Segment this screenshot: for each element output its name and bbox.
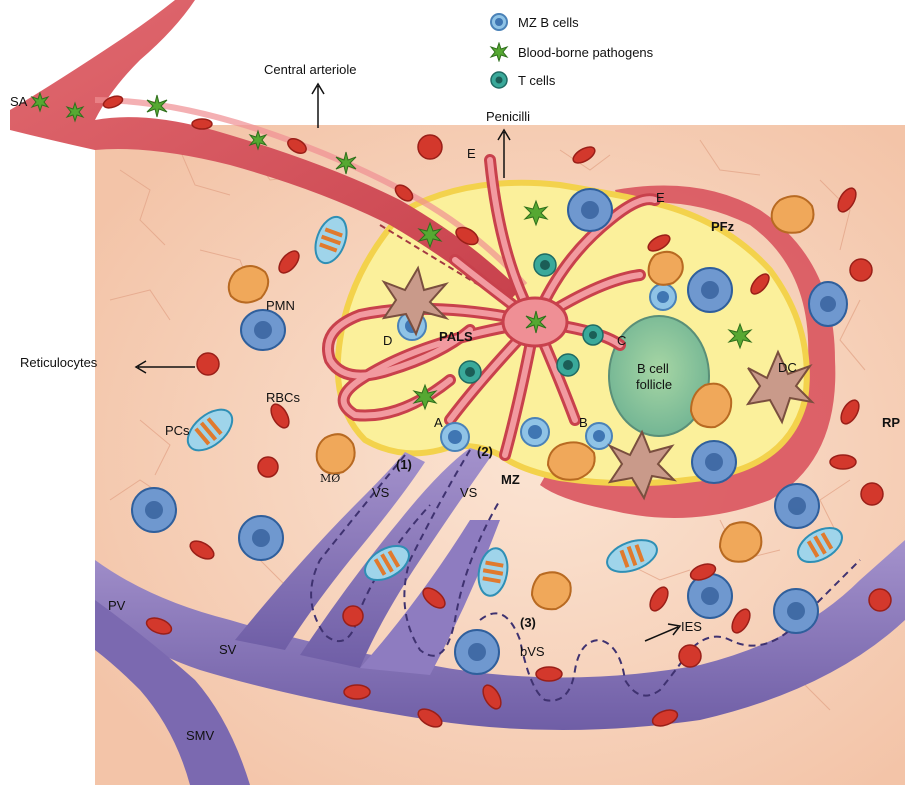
label-mz: MZ	[501, 473, 520, 486]
legend-mz-b-cells: MZ B cells	[488, 12, 579, 32]
label-pcs: PCs	[165, 424, 190, 437]
label-e-right: E	[656, 191, 665, 204]
label-ies: IES	[681, 620, 702, 633]
label-reticulocytes: Reticulocytes	[20, 356, 97, 369]
label-central-arteriole: Central arteriole	[264, 63, 357, 76]
label-e-top: E	[467, 147, 476, 160]
label-smv: SMV	[186, 729, 214, 742]
t-cell-icon	[488, 70, 510, 90]
label-pv: PV	[108, 599, 125, 612]
legend-label: MZ B cells	[518, 15, 579, 30]
label-mo: MØ	[320, 473, 340, 484]
label-bvs: bVS	[520, 645, 545, 658]
label-pals: PALS	[439, 330, 473, 343]
label-pmn: PMN	[266, 299, 295, 312]
label-d: D	[383, 334, 392, 347]
pathogen-icon	[488, 42, 510, 62]
label-rp: RP	[882, 416, 900, 429]
label-three: (3)	[520, 616, 536, 629]
label-vs-2: VS	[460, 486, 477, 499]
label-b-cell-follicle-2: follicle	[636, 378, 672, 391]
legend-pathogens: Blood-borne pathogens	[488, 42, 653, 62]
label-a: A	[434, 416, 443, 429]
label-b: B	[579, 416, 588, 429]
legend-t-cells: T cells	[488, 70, 555, 90]
label-c: C	[617, 334, 626, 347]
label-penicilli: Penicilli	[486, 110, 530, 123]
label-b-cell-follicle-1: B cell	[637, 362, 669, 375]
label-vs-1: VS	[372, 486, 389, 499]
label-sv: SV	[219, 643, 236, 656]
label-dc: DC	[778, 361, 797, 374]
legend-label: Blood-borne pathogens	[518, 45, 653, 60]
label-one: (1)	[396, 458, 412, 471]
label-sa: SA	[10, 95, 27, 108]
label-pfz: PFz	[711, 220, 734, 233]
label-two: (2)	[477, 445, 493, 458]
label-rbcs: RBCs	[266, 391, 300, 404]
legend-label: T cells	[518, 73, 555, 88]
mz-b-cell-icon	[488, 12, 510, 32]
